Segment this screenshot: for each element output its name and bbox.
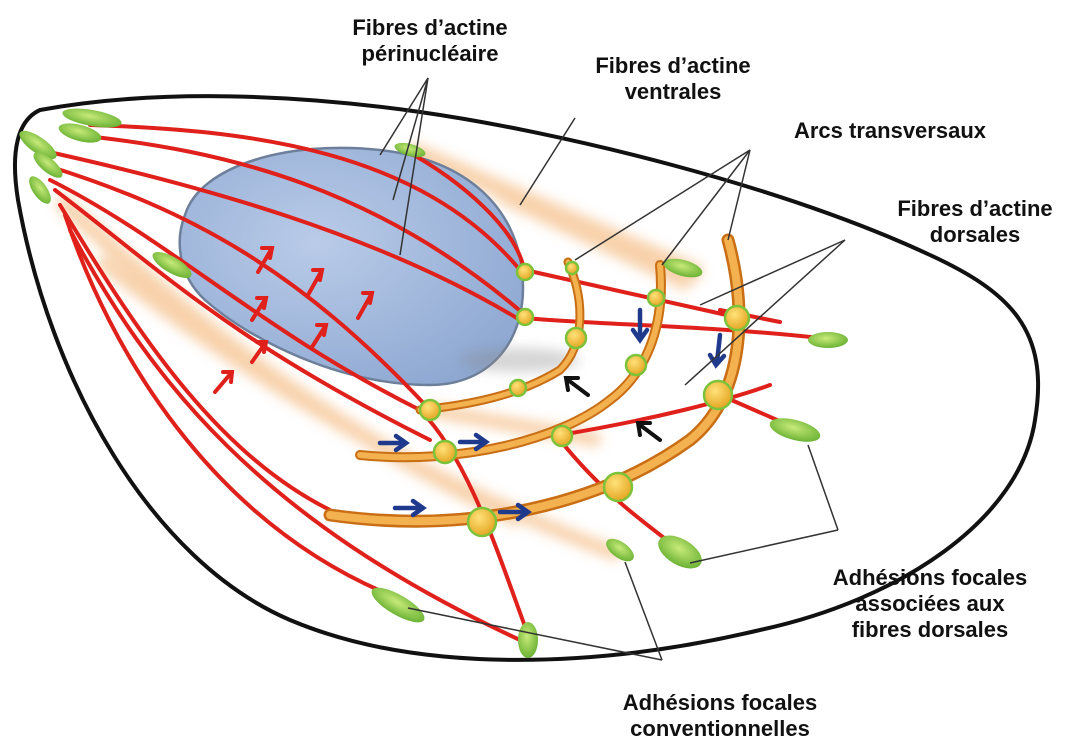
junction xyxy=(604,473,632,501)
junction xyxy=(626,355,646,375)
junction xyxy=(420,400,440,420)
label-ventral-fibres: Fibres d’actine ventrales xyxy=(563,53,783,105)
label-conventional-focal-adhesions: Adhésions focales conventionnelles xyxy=(590,690,850,742)
label-perinuclear-fibres: Fibres d’actine périnucléaire xyxy=(320,15,540,67)
junction xyxy=(552,426,572,446)
label-dorsal-focal-adhesions: Adhésions focales associées aux fibres d… xyxy=(805,565,1055,643)
junction xyxy=(725,306,749,330)
junction xyxy=(468,508,496,536)
junction xyxy=(566,328,586,348)
junction xyxy=(517,309,533,325)
junction xyxy=(517,264,533,280)
label-transverse-arcs: Arcs transversaux xyxy=(760,118,1020,144)
label-dorsal-fibres: Fibres d’actine dorsales xyxy=(870,196,1079,248)
junction xyxy=(510,380,526,396)
junction xyxy=(648,290,664,306)
focal-adhesion xyxy=(518,622,538,658)
junction xyxy=(434,441,456,463)
junction xyxy=(704,381,732,409)
junction xyxy=(566,262,578,274)
focal-adhesion xyxy=(808,332,848,348)
